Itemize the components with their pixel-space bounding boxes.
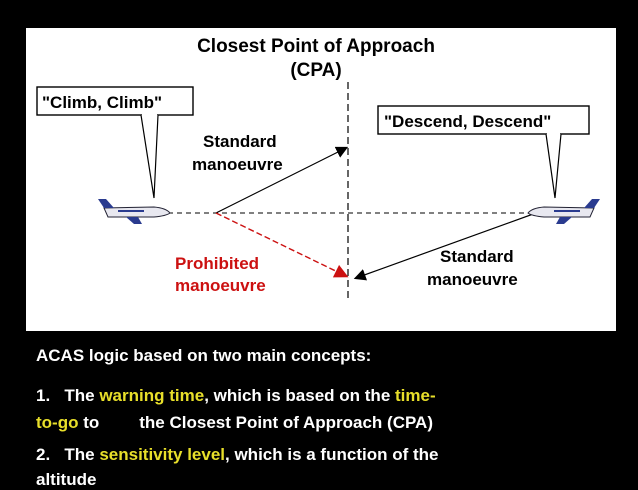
standard-descend-arrow bbox=[353, 212, 537, 281]
diagram-title-line1: Closest Point of Approach bbox=[197, 36, 435, 57]
item2-continuation: altitude bbox=[36, 470, 97, 489]
climb-callout: "Climb, Climb" bbox=[36, 86, 194, 199]
standard-climb-arrow bbox=[215, 146, 349, 214]
item2-post: , which is a function of the bbox=[225, 445, 439, 464]
prohibited-line2: manoeuvre bbox=[175, 276, 266, 295]
acas-diagram: Closest Point of Approach (CPA) bbox=[26, 28, 616, 331]
caption-item2-line2: altitude bbox=[36, 470, 96, 490]
item1-post: the Closest Point of Approach (CPA) bbox=[139, 413, 433, 432]
diagram-title-line2: (CPA) bbox=[290, 60, 341, 81]
right-aircraft-icon bbox=[527, 199, 600, 224]
item2-pre: The bbox=[64, 445, 95, 464]
item1-to: to bbox=[83, 413, 100, 432]
caption-item1-line1: 1. The warning time, which is based on t… bbox=[36, 386, 436, 406]
item1-pre: The bbox=[64, 386, 95, 405]
item2-number: 2. bbox=[36, 445, 51, 464]
caption-item1-line2: to-go to the Closest Point of Approach (C… bbox=[36, 413, 433, 433]
standard-top-line2: manoeuvre bbox=[192, 155, 283, 174]
standard-top-line1: Standard bbox=[203, 132, 277, 151]
item1-warning-time: warning time bbox=[99, 386, 205, 405]
item2-sensitivity-level: sensitivity level bbox=[99, 445, 226, 464]
item1-mid: , which is based on the bbox=[204, 386, 391, 405]
left-aircraft-icon bbox=[98, 199, 171, 224]
descend-callout: "Descend, Descend" bbox=[377, 105, 590, 199]
item1-time-to-go-part1: time- bbox=[395, 386, 436, 405]
standard-bottom-line1: Standard bbox=[440, 247, 514, 266]
prohibited-arrow bbox=[215, 212, 349, 278]
item1-number: 1. bbox=[36, 386, 51, 405]
climb-callout-text: "Climb, Climb" bbox=[42, 93, 162, 112]
descend-callout-text: "Descend, Descend" bbox=[384, 112, 551, 131]
caption-item2-line1: 2. The sensitivity level, which is a fun… bbox=[36, 445, 438, 465]
diagram-canvas: Closest Point of Approach (CPA) bbox=[36, 36, 600, 298]
caption-heading: ACAS logic based on two main concepts: bbox=[36, 346, 372, 365]
prohibited-line1: Prohibited bbox=[175, 254, 259, 273]
item1-time-to-go-part2: to-go bbox=[36, 413, 79, 432]
standard-bottom-line2: manoeuvre bbox=[427, 270, 518, 289]
